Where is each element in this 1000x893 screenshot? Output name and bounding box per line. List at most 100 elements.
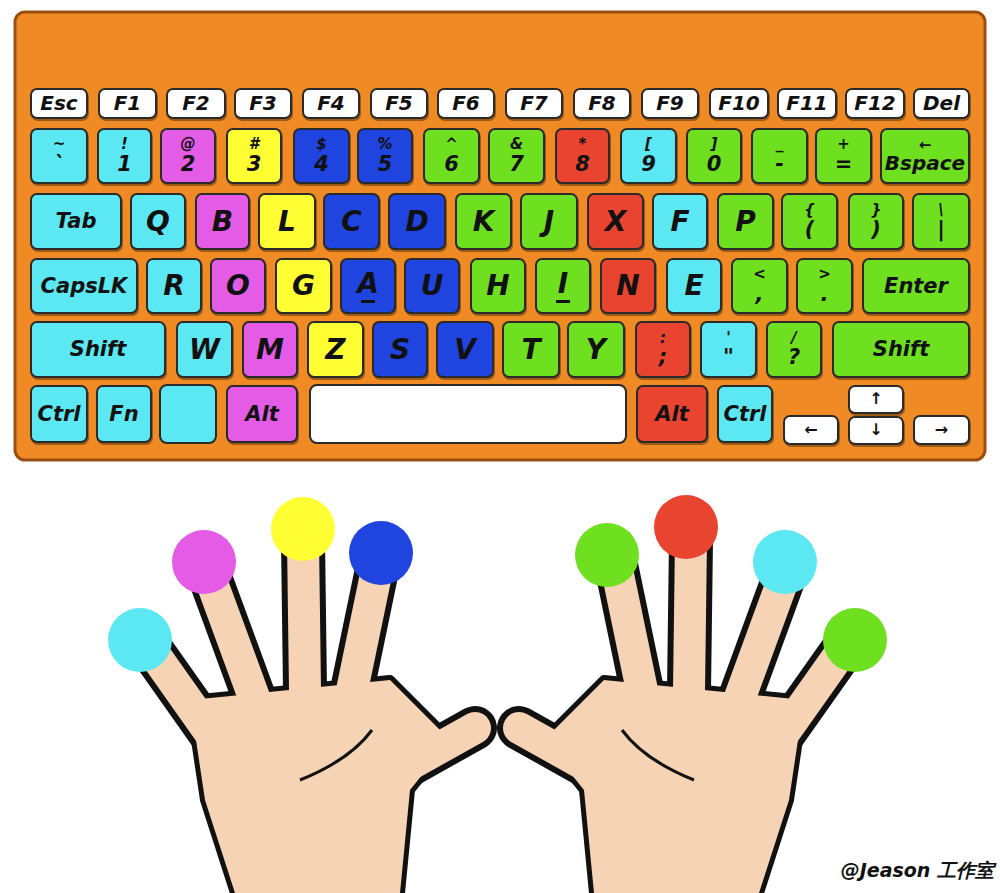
key-label: ↑ [869,391,882,408]
keyboard-key: {( [781,193,838,250]
keyboard-key: F9 [641,88,699,119]
keyboard-key: F10 [709,88,769,119]
watermark: @Jeason 工作室 [841,858,994,884]
keyboard-key: F5 [370,88,428,119]
keyboard-key: Y [567,321,625,378]
keyboard-key: I [535,258,591,314]
key-label: V [454,335,476,364]
keyboard-key: Del [913,88,970,119]
keyboard-key: ←Bspace [880,128,970,184]
key-label: CapsLK [41,275,128,297]
key-label: M [256,335,284,364]
key-label: L [278,207,296,236]
key-label: Bspace [885,153,965,174]
key-label: F12 [854,93,896,114]
key-label: % [377,137,392,153]
key-label: { [804,203,815,219]
key-label: A [357,269,379,298]
keyboard-key: Alt [636,385,708,443]
right-hand [519,540,844,893]
key-label: K [473,207,495,236]
keyboard-key: Enter [862,258,970,314]
key-label: Enter [884,275,948,297]
key-label: ) [871,218,881,240]
keyboard-key: F12 [845,88,905,119]
key-label: 9 [641,153,656,175]
key-label: ` [54,153,65,175]
key-label: R [163,271,185,300]
key-label: F8 [588,93,616,114]
key-label: = [835,153,853,175]
key-label: - [775,153,784,175]
key-label: 6 [444,153,459,175]
keyboard-key: &7 [488,128,545,184]
keyboard-key: Z [307,321,364,378]
keyboard-key: >. [796,258,853,314]
key-label: F [670,207,689,236]
key-label: F11 [786,93,828,114]
key-label: ] [711,137,718,153]
keyboard-key: !1 [97,128,152,184]
key-label: N [616,271,639,300]
keyboard-key: G [275,258,332,314]
key-label: 3 [247,153,262,175]
key-label: F2 [182,93,210,114]
keyboard-key: ← [783,415,839,445]
key-label: 0 [707,153,722,175]
key-label: 7 [509,153,524,175]
keyboard-key: Ctrl [717,385,773,443]
keyboard-key: ]0 [686,128,742,184]
keyboard-key: F1 [98,88,157,119]
keyboard-key: V [436,321,494,378]
keyboard-key: B [195,193,250,250]
key-label: Ctrl [723,403,766,425]
keyboard-key: Esc [30,88,88,119]
keyboard-key: N [600,258,656,314]
keyboard-key: P [717,193,774,250]
key-label: W [189,335,220,364]
keyboard-key: Shift [30,321,166,378]
key-label: ~ [53,137,66,153]
key-label: Alt [245,403,279,425]
keyboard-key: J [520,193,578,250]
keyboard-key: <, [731,258,788,314]
key-label: Z [325,335,345,364]
key-label: F1 [114,93,142,114]
key-label: X [605,207,627,236]
key-label: D [405,207,428,236]
keyboard-key: ^6 [423,128,480,184]
key-label: S [390,335,410,364]
keyboard-key: D [388,193,446,250]
key-label: . [821,283,829,305]
keyboard-key: @2 [160,128,216,184]
key-label: 5 [378,153,393,175]
keyboard-key: → [913,415,970,445]
key-label: J [544,207,554,236]
key-label: F9 [656,93,684,114]
key-label: + [837,137,850,153]
key-label: Alt [655,403,689,425]
keyboard-key: F8 [573,88,631,119]
key-label: Esc [40,93,77,114]
key-label: F3 [249,93,277,114]
keyboard-frame [15,12,985,460]
key-label: C [341,207,362,236]
keyboard-key: C [323,193,380,250]
key-label: Shift [873,338,929,360]
keyboard-key: Shift [832,321,970,378]
key-label: Tab [55,210,96,232]
fingertip-dots [108,495,887,672]
keyboard-key: F3 [234,88,292,119]
key-label: Fn [109,403,138,425]
key-label: I [558,269,568,298]
key-label: Ctrl [37,403,80,425]
keyboard-key: \| [912,193,970,250]
key-label: Shift [70,338,126,360]
keyboard-key: Q [130,193,186,250]
keyboard-key: CapsLK [30,258,138,314]
keyboard-key: F7 [505,88,563,119]
key-label: | [937,218,945,240]
space-bar [310,385,626,443]
keyboard-key: %5 [357,128,413,184]
keyboard-key: F2 [166,88,226,119]
